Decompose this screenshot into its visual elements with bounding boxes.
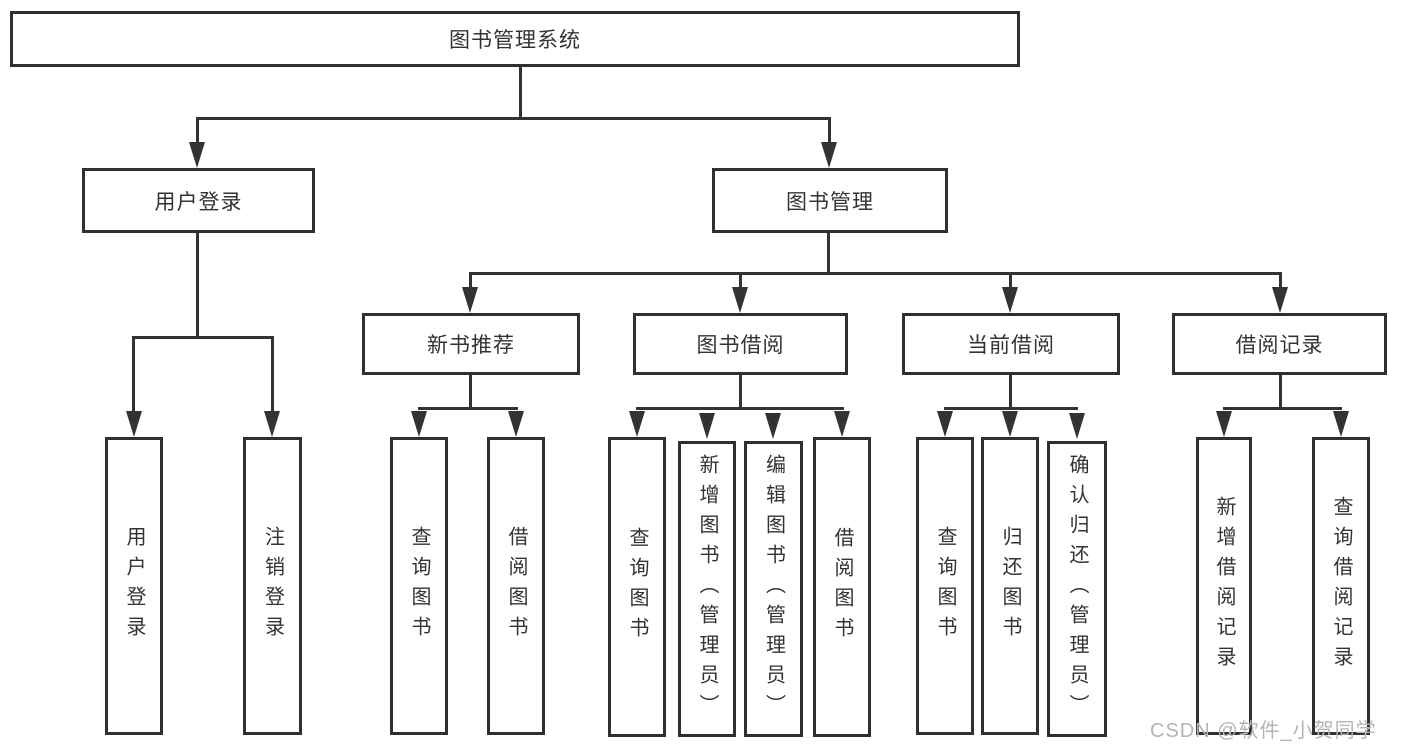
connector-line — [132, 336, 135, 413]
node-book-borrowing: 图书借阅 — [633, 313, 848, 375]
connector-line — [1009, 272, 1012, 289]
leaf-borrow-books-recommend: 借阅图书 — [487, 437, 545, 735]
node-user-login-label: 用户登录 — [154, 190, 243, 214]
node-book-management-label: 图书管理 — [786, 190, 874, 214]
arrowhead-down-icon — [189, 142, 205, 168]
connector-line — [469, 375, 472, 409]
leaf-add-borrow-record: 新增借阅记录 — [1196, 437, 1252, 735]
arrowhead-down-icon — [462, 287, 478, 313]
connector-line — [739, 272, 742, 289]
node-current-borrowing: 当前借阅 — [902, 313, 1120, 375]
connector-line — [271, 336, 274, 413]
leaf-logout-label: 注销登录 — [261, 526, 284, 646]
leaf-borrow-books-recommend-label: 借阅图书 — [505, 526, 527, 646]
leaf-user-login-label: 用户登录 — [123, 526, 145, 646]
arrowhead-down-icon — [937, 411, 953, 437]
arrowhead-down-icon — [508, 411, 524, 437]
node-book-management: 图书管理 — [712, 168, 948, 233]
leaf-query-books-borrowing: 查询图书 — [608, 437, 666, 737]
node-current-borrowing-label: 当前借阅 — [967, 334, 1055, 357]
leaf-borrow-books-label: 借阅图书 — [831, 527, 853, 647]
connector-line — [1279, 375, 1282, 409]
arrowhead-down-icon — [765, 413, 781, 439]
arrowhead-down-icon — [264, 411, 280, 437]
arrowhead-down-icon — [1216, 411, 1232, 437]
node-user-login: 用户登录 — [82, 168, 315, 233]
connector-line — [418, 407, 518, 410]
arrowhead-down-icon — [411, 411, 427, 437]
arrowhead-down-icon — [821, 142, 837, 168]
connector-line — [1009, 375, 1012, 409]
leaf-add-borrow-record-label: 新增借阅记录 — [1213, 496, 1235, 676]
connector-line — [739, 375, 742, 409]
leaf-edit-books-admin-label: 编辑图书（管理员） — [762, 454, 785, 724]
connector-line — [1279, 272, 1282, 289]
leaf-borrow-books: 借阅图书 — [813, 437, 871, 737]
connector-line — [1223, 407, 1342, 410]
connector-line — [828, 117, 831, 146]
connector-line — [196, 117, 199, 146]
connector-line — [944, 407, 1078, 410]
leaf-query-books-current-label: 查询图书 — [934, 526, 956, 646]
leaf-logout: 注销登录 — [243, 437, 302, 735]
leaf-edit-books-admin: 编辑图书（管理员） — [744, 441, 803, 737]
arrowhead-down-icon — [834, 411, 850, 437]
node-root-label: 图书管理系统 — [449, 29, 581, 52]
connector-line — [133, 336, 274, 339]
leaf-user-login: 用户登录 — [105, 437, 163, 735]
leaf-confirm-return-admin-label: 确认归还（管理员） — [1066, 454, 1088, 724]
node-book-borrowing-label: 图书借阅 — [696, 334, 785, 357]
leaf-query-borrow-record: 查询借阅记录 — [1312, 437, 1370, 735]
leaf-query-books-current: 查询图书 — [916, 437, 974, 735]
csdn-watermark: CSDN @软件_小贺同学 — [1150, 720, 1377, 742]
leaf-return-books: 归还图书 — [981, 437, 1039, 735]
leaf-query-borrow-record-label: 查询借阅记录 — [1330, 496, 1352, 676]
node-new-book-recommend-label: 新书推荐 — [427, 334, 515, 357]
leaf-confirm-return-admin: 确认归还（管理员） — [1047, 441, 1107, 737]
connector-line — [519, 67, 522, 117]
arrowhead-down-icon — [1333, 411, 1349, 437]
leaf-return-books-label: 归还图书 — [999, 526, 1021, 646]
leaf-query-books-recommend: 查询图书 — [390, 437, 448, 735]
node-borrowing-records-label: 借阅记录 — [1235, 334, 1324, 357]
node-borrowing-records: 借阅记录 — [1172, 313, 1387, 375]
arrowhead-down-icon — [1002, 287, 1018, 313]
arrowhead-down-icon — [699, 413, 715, 439]
leaf-add-books-admin: 新增图书（管理员） — [678, 441, 736, 737]
connector-line — [196, 117, 831, 120]
arrowhead-down-icon — [1002, 411, 1018, 437]
connector-line — [469, 272, 472, 289]
connector-line — [469, 272, 1282, 275]
arrowhead-down-icon — [1272, 287, 1288, 313]
arrowhead-down-icon — [1069, 413, 1085, 439]
connector-line — [196, 233, 199, 338]
leaf-query-books-recommend-label: 查询图书 — [408, 526, 430, 646]
arrowhead-down-icon — [732, 287, 748, 313]
node-root: 图书管理系统 — [10, 11, 1020, 67]
node-new-book-recommend: 新书推荐 — [362, 313, 580, 375]
arrowhead-down-icon — [629, 411, 645, 437]
arrowhead-down-icon — [126, 411, 142, 437]
connector-line — [827, 233, 830, 274]
connector-line — [636, 407, 844, 410]
leaf-add-books-admin-label: 新增图书（管理员） — [696, 454, 718, 724]
leaf-query-books-borrowing-label: 查询图书 — [626, 527, 648, 647]
